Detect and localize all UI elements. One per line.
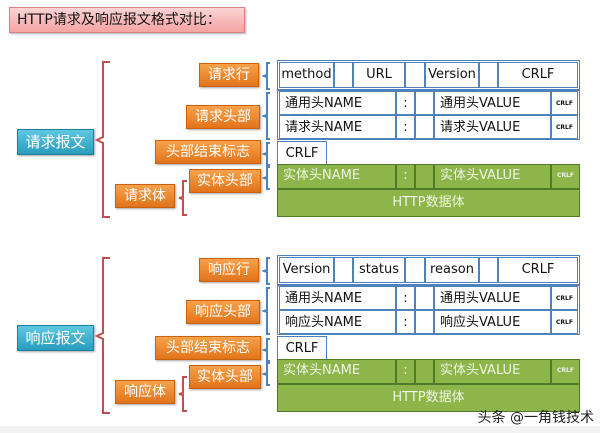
header-name-cell: 通用头NAME [279, 286, 396, 310]
request-line-cell: Version [425, 62, 479, 88]
header-value-cell: 通用头VALUE [434, 286, 551, 310]
response-body-brace [178, 376, 187, 412]
header-value-cell: 响应头VALUE [434, 310, 551, 334]
response-line-row [277, 255, 580, 285]
request-end-label: 头部结束标志 [155, 140, 261, 164]
request-end-brace [262, 142, 270, 166]
request-line-row [277, 60, 580, 90]
entity-crlf-cell: CRLF [551, 164, 580, 189]
header-space-cell [415, 286, 434, 310]
response-line-cell [479, 257, 498, 283]
request-line-cell: method [279, 62, 334, 88]
request-end-crlf-cell: CRLF [277, 141, 327, 165]
header-crlf-cell: CRLF [551, 91, 578, 115]
request-header-brace [262, 92, 270, 140]
watermark: 头条 @一角钱技术 [477, 410, 594, 426]
footer-strip [0, 426, 600, 433]
entity-space-cell [415, 359, 434, 384]
request-root-label: 请求报文 [17, 129, 94, 155]
response-line-brace [262, 257, 270, 285]
response-line-cell: status [353, 257, 405, 283]
response-header-brace [262, 287, 270, 335]
request-line-cell: URL [353, 62, 405, 88]
response-end-crlf-cell: CRLF [277, 336, 327, 360]
diagram-title: HTTP请求及响应报文格式对比： [9, 7, 245, 33]
request-data-body: HTTP数据体 [277, 189, 580, 217]
request-entity-header-label: 实体头部 [189, 169, 261, 193]
request-header-block [277, 90, 580, 140]
header-crlf-cell: CRLF [551, 115, 578, 139]
request-line-cell [479, 62, 498, 88]
entity-colon-cell: : [396, 359, 415, 384]
response-line-cell [405, 257, 425, 283]
header-name-cell: 请求头NAME [279, 115, 396, 139]
header-space-cell [415, 310, 434, 334]
request-main-brace [94, 61, 110, 218]
response-entity-brace [262, 362, 270, 386]
response-line-cell [334, 257, 353, 283]
response-root-label: 响应报文 [17, 325, 94, 351]
entity-name-cell: 实体头NAME [277, 164, 396, 189]
response-data-body: HTTP数据体 [277, 384, 580, 412]
response-entity-header-label: 实体头部 [189, 365, 261, 389]
response-main-brace [94, 257, 110, 414]
header-colon-cell: : [396, 286, 415, 310]
header-space-cell [415, 115, 434, 139]
entity-value-cell: 实体头VALUE [434, 359, 551, 384]
header-name-cell: 响应头NAME [279, 310, 396, 334]
request-line-label: 请求行 [199, 63, 259, 87]
entity-space-cell [415, 164, 434, 189]
header-colon-cell: : [396, 115, 415, 139]
request-entity-brace [262, 166, 270, 190]
entity-crlf-cell: CRLF [551, 359, 580, 384]
header-crlf-cell: CRLF [551, 310, 578, 334]
header-name-cell: 通用头NAME [279, 91, 396, 115]
response-end-brace [262, 338, 270, 362]
request-header-label: 请求头部 [186, 105, 260, 129]
response-header-label: 响应头部 [186, 300, 260, 324]
request-line-cell [405, 62, 425, 88]
request-line-cell [334, 62, 353, 88]
response-body-label: 响应体 [115, 380, 175, 404]
header-crlf-cell: CRLF [551, 286, 578, 310]
header-value-cell: 通用头VALUE [434, 91, 551, 115]
response-line-cell: CRLF [498, 257, 578, 283]
header-colon-cell: : [396, 91, 415, 115]
response-line-cell: Version [279, 257, 334, 283]
request-line-brace [262, 62, 270, 90]
entity-value-cell: 实体头VALUE [434, 164, 551, 189]
response-line-label: 响应行 [199, 258, 259, 282]
header-value-cell: 请求头VALUE [434, 115, 551, 139]
entity-name-cell: 实体头NAME [277, 359, 396, 384]
request-body-label: 请求体 [115, 184, 175, 208]
response-end-label: 头部结束标志 [155, 336, 261, 360]
header-colon-cell: : [396, 310, 415, 334]
response-line-cell: reason [425, 257, 479, 283]
header-space-cell [415, 91, 434, 115]
request-line-cell: CRLF [498, 62, 578, 88]
response-header-block [277, 285, 580, 335]
request-body-brace [178, 180, 187, 216]
entity-colon-cell: : [396, 164, 415, 189]
